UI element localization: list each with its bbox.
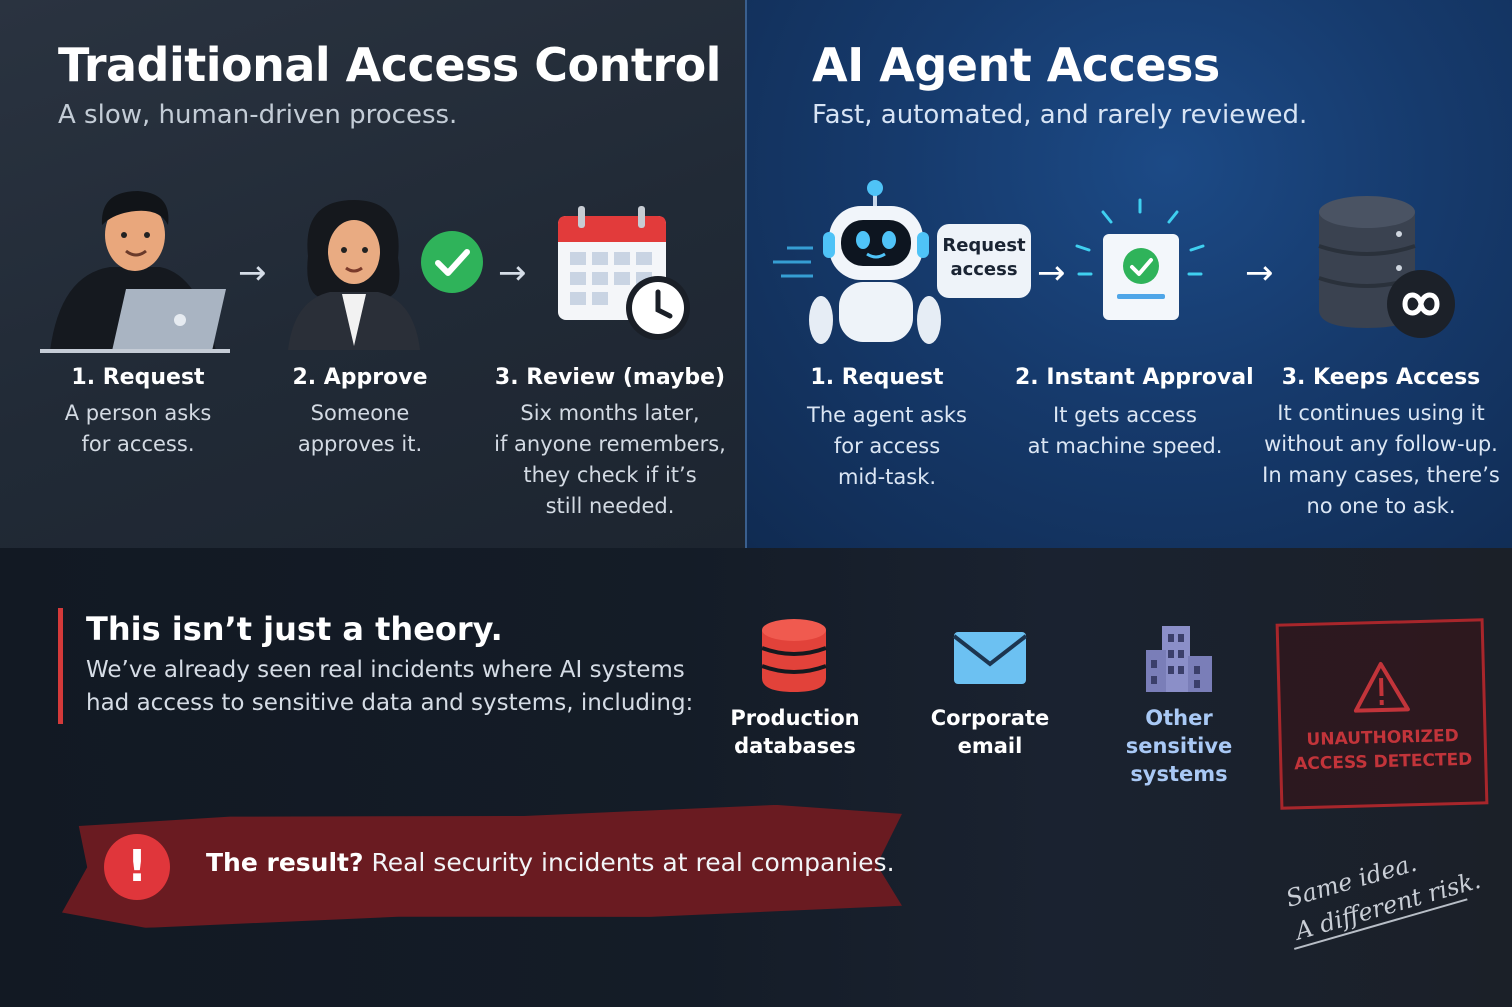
result-body: Real security incidents at real companie… (363, 848, 895, 877)
arrow-right-icon: → (1037, 253, 1066, 293)
result-lead: The result? (206, 848, 364, 877)
traditional-step-3-text: Six months later, if anyone remembers, t… (494, 401, 726, 518)
ai-step-3-title: 3. Keeps Access (1281, 365, 1481, 390)
traditional-panel: Traditional Access Control A slow, human… (0, 0, 745, 548)
panel-divider (745, 0, 747, 548)
system-production-databases-label: Production databases (730, 706, 860, 758)
arrow-right-icon: → (238, 253, 267, 293)
ai-step-3-text: It continues using it without any follow… (1262, 401, 1500, 518)
unauthorized-alert-screen: UNAUTHORIZED ACCESS DETECTED (1275, 618, 1489, 810)
ai-agent-title: AI Agent Access (812, 38, 1220, 92)
approved-document-icon (1075, 198, 1205, 320)
traditional-step-2-title: 2. Approve (292, 365, 428, 390)
ai-step-1-text: The agent asks for access mid-task. (807, 403, 967, 489)
request-access-bubble-text: Request access (942, 235, 1026, 280)
traditional-step-1-text: A person asks for access. (64, 401, 212, 456)
robot-agent-icon (773, 180, 941, 344)
traditional-step-2-text: Someone approves it. (297, 401, 423, 456)
result-text: The result? Real security incidents at r… (206, 848, 895, 877)
traditional-step-3-title: 3. Review (maybe) (494, 365, 726, 390)
system-corporate-email-label: Corporate email (930, 706, 1050, 758)
warning-triangle-icon (1353, 662, 1410, 713)
tagline: Same idea. A different risk. (1282, 848, 1484, 946)
ai-step-2-title: 2. Instant Approval (1015, 365, 1254, 390)
arrow-right-icon: → (1245, 253, 1274, 293)
database-infinity-icon (1318, 196, 1455, 338)
building-icon (1146, 626, 1212, 692)
ai-agent-subtitle: Fast, automated, and rarely reviewed. (812, 100, 1308, 130)
checkmark-approved-icon (421, 231, 483, 293)
request-access-bubble: Request access (937, 224, 1031, 298)
incidents-text: We’ve already seen real incidents where … (86, 657, 694, 716)
incidents-title: This isn’t just a theory. (86, 610, 503, 648)
traditional-step-1-title: 1. Request (71, 365, 205, 390)
ai-step-2-text: It gets access at machine speed. (1027, 403, 1223, 458)
quote-accent-bar (58, 608, 63, 724)
approver-person-icon (288, 200, 420, 350)
traditional-title: Traditional Access Control (58, 38, 721, 92)
ai-agent-panel: AI Agent Access Fast, automated, and rar… (747, 0, 1512, 548)
calendar-clock-icon (558, 206, 690, 340)
unauthorized-alert-text: UNAUTHORIZED ACCESS DETECTED (1293, 726, 1473, 775)
exclamation-icon: ! (104, 834, 170, 900)
arrow-right-icon: → (498, 253, 527, 293)
person-laptop-icon (40, 191, 230, 353)
ai-step-1-title: 1. Request (810, 365, 944, 390)
envelope-icon (952, 632, 1028, 684)
database-icon (761, 619, 827, 692)
system-other-sensitive-label: Other sensitive systems (1125, 706, 1233, 786)
incidents-section: This isn’t just a theory. We’ve already … (0, 548, 1512, 1007)
traditional-subtitle: A slow, human-driven process. (58, 100, 458, 130)
